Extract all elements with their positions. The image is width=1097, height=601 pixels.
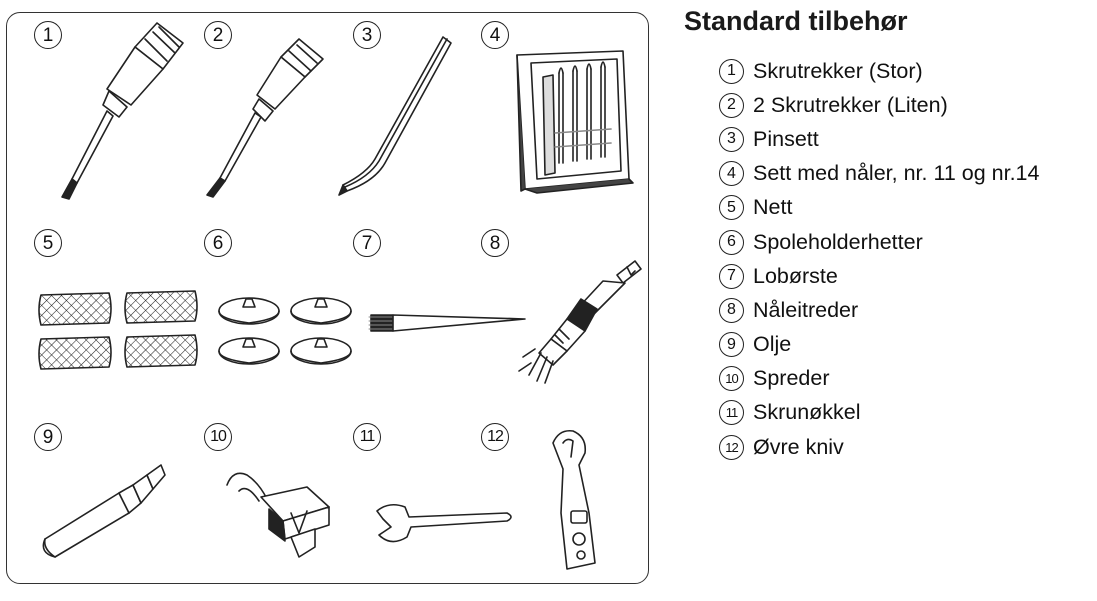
callout-6: 6	[204, 229, 232, 257]
accessories-illustration	[38, 22, 642, 570]
callout-2: 2	[204, 21, 232, 49]
list-number: 3	[719, 126, 744, 152]
callout-5: 5	[34, 229, 62, 257]
list-item-label: Skrutrekker (Stor)	[753, 58, 923, 83]
list-number: 6	[719, 229, 744, 255]
list-item: 1 Skrutrekker (Stor)	[719, 54, 1039, 88]
list-item: 9 Olje	[719, 328, 1039, 362]
list-number: 9	[719, 332, 744, 358]
list-item-label: Øvre kniv	[753, 434, 844, 459]
list-number: 4	[719, 161, 744, 187]
accessories-illustration-panel: 1 2 3 4 5 6 7 8 9 10 11 12	[6, 12, 649, 584]
list-item-label: Nett	[753, 195, 793, 220]
net-icon	[38, 290, 198, 370]
list-number: 8	[719, 297, 744, 323]
list-number: 5	[719, 195, 744, 221]
accessory-list: 1 Skrutrekker (Stor) 2 2 Skrutrekker (Lite…	[719, 54, 1039, 464]
spool-cap-icon	[218, 297, 352, 365]
large-screwdriver-icon	[61, 22, 184, 200]
list-item-label: Spoleholderhetter	[753, 229, 923, 254]
list-item-label: 2 Skrutrekker (Liten)	[753, 92, 948, 117]
list-item-label: Pinsett	[753, 126, 819, 151]
list-item: 7 Lobørste	[719, 259, 1039, 293]
callout-3: 3	[353, 21, 381, 49]
list-item-label: Spreder	[753, 366, 830, 391]
callout-9: 9	[34, 423, 62, 451]
list-number: 11	[719, 400, 744, 426]
list-item: 4 Sett med nåler, nr. 11 og nr.14	[719, 157, 1039, 191]
list-number: 12	[719, 434, 744, 460]
page-title: Standard tilbehør	[684, 6, 908, 36]
upper-knife-icon	[552, 429, 596, 570]
list-item-label: Nåleitreder	[753, 297, 859, 322]
list-item-label: Sett med nåler, nr. 11 og nr.14	[753, 161, 1040, 186]
list-number: 7	[719, 263, 744, 289]
callout-4: 4	[481, 21, 509, 49]
list-item-label: Lobørste	[753, 263, 838, 288]
list-item: 5 Nett	[719, 191, 1039, 225]
lint-brush-icon	[368, 314, 526, 332]
list-item-label: Skrunøkkel	[753, 400, 861, 425]
callout-12: 12	[481, 423, 509, 451]
callout-8: 8	[481, 229, 509, 257]
list-item-label: Olje	[753, 332, 792, 357]
list-item: 3 Pinsett	[719, 122, 1039, 156]
list-item: 6 Spoleholderhetter	[719, 225, 1039, 259]
wrench-icon	[376, 503, 512, 543]
list-number: 1	[719, 58, 744, 84]
list-item: 10 Spreder	[719, 362, 1039, 396]
needle-threader-icon	[518, 260, 642, 384]
callout-1: 1	[34, 21, 62, 49]
spreader-icon	[226, 472, 330, 558]
oil-bottle-icon	[42, 464, 166, 558]
callout-11: 11	[353, 423, 381, 451]
small-screwdriver-icon	[206, 38, 324, 198]
list-item: 8 Nåleitreder	[719, 293, 1039, 327]
list-item: 11 Skrunøkkel	[719, 396, 1039, 430]
tweezers-icon	[338, 36, 452, 196]
list-number: 10	[719, 366, 744, 392]
callout-7: 7	[353, 229, 381, 257]
needle-set-icon	[516, 50, 634, 194]
callout-10: 10	[204, 423, 232, 451]
list-number: 2	[719, 92, 744, 118]
list-item: 2 2 Skrutrekker (Liten)	[719, 88, 1039, 122]
list-item: 12 Øvre kniv	[719, 430, 1039, 464]
